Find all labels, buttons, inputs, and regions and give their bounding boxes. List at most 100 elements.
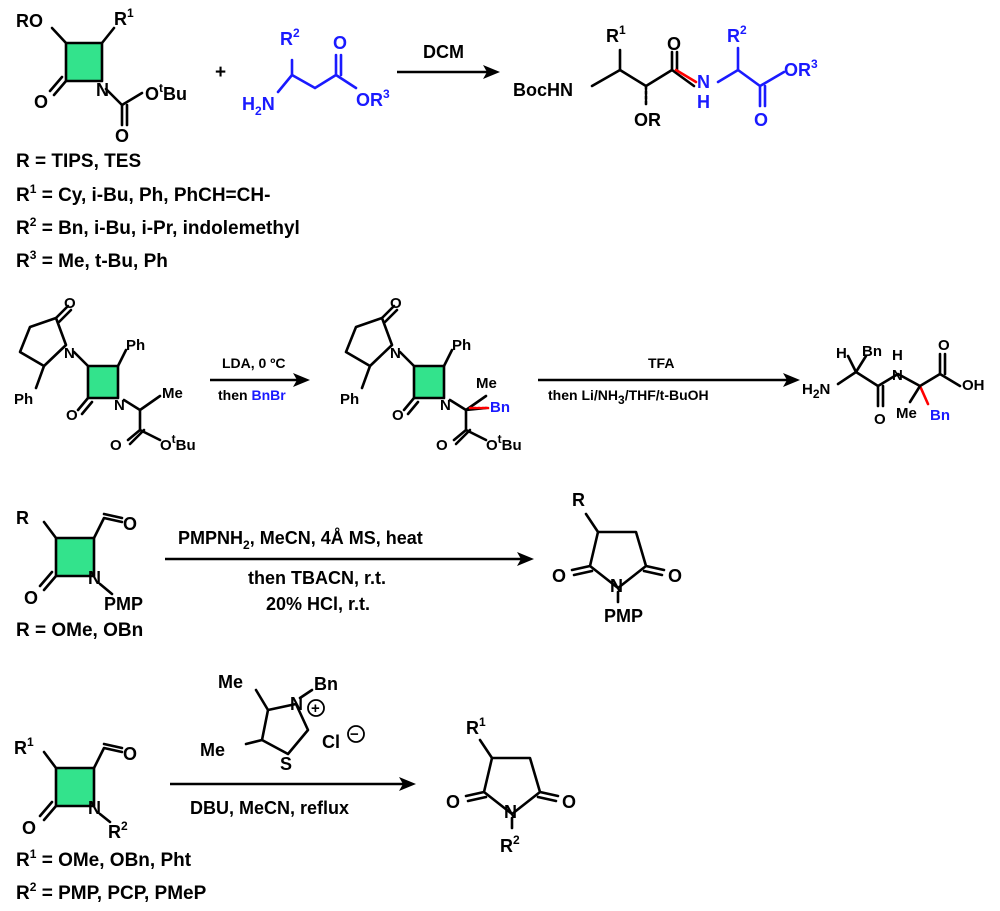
s2-m-ph2: Ph — [452, 337, 471, 354]
s3-p-o1: O — [552, 566, 566, 586]
s2-m-beta-lactam-bonds — [412, 364, 446, 400]
s3-p-c1 — [570, 564, 594, 577]
s4-beta-lactam-bonds — [54, 766, 96, 808]
s2-p-me-bond — [908, 384, 922, 404]
p1-bochn: BocHN — [513, 80, 573, 100]
p1-or: OR — [634, 110, 661, 130]
p1-r2: R2 — [727, 23, 747, 46]
s2-reagent2-top: TFA — [648, 355, 674, 371]
bond-ro — [50, 26, 68, 45]
s4-cat-n: N — [290, 694, 303, 714]
scheme2: O N Ph Ph O N Me O OtBu LDA, 0 ºC then B… — [14, 295, 985, 454]
s2-m-beta-lactam — [414, 366, 444, 398]
s4-p-c1 — [464, 790, 488, 803]
s2-beta-lactam-bonds — [86, 364, 120, 400]
s4-ald-o: O — [123, 744, 137, 764]
s4-lac-carbonyl — [38, 800, 58, 822]
s2-arrowhead2 — [783, 373, 800, 387]
carbonyl-bond — [48, 75, 68, 97]
s4-r1-bond — [42, 750, 58, 770]
beta-lactam-bonds — [64, 41, 104, 83]
s2-p-nh-h: H — [892, 347, 903, 364]
s4-cat-me1-label: Me — [218, 672, 243, 692]
s2-p-o2: O — [938, 337, 950, 354]
s4-n: N — [88, 798, 101, 818]
beta-lactam-ring — [66, 43, 102, 81]
plus-sign: + — [215, 62, 226, 83]
s1-ro: RO — [16, 11, 43, 31]
s3-pmp: PMP — [104, 594, 143, 614]
s3-n-pmp — [98, 582, 114, 596]
s2-m-pyrrolidinone-ring — [344, 316, 394, 368]
s2-m-n-lactam — [398, 350, 416, 368]
scheme3: R O O N PMP R = OMe, OBn PMPNH2, MeCN, 4… — [16, 490, 682, 641]
s2-p-bn2: Bn — [930, 407, 950, 424]
s4-reagent: DBU, MeCN, reflux — [190, 798, 349, 818]
s2-ph1: Ph — [14, 391, 33, 408]
s3-o-lac: O — [24, 588, 38, 608]
aa-carbonyl-o: O — [333, 33, 347, 53]
s2-p-bn1: Bn — [862, 343, 882, 360]
s2-reagent-top: LDA, 0 ºC — [222, 355, 285, 371]
s3-beta-lactam — [56, 538, 94, 576]
s2-p-acid-o — [938, 352, 947, 376]
s2-p-bn-bond — [854, 354, 868, 374]
s2-lac-o: O — [66, 407, 78, 424]
s4-thiazolium-ring — [260, 702, 310, 756]
p1-carbonyl-o: O — [667, 34, 681, 54]
s2-m-me: Me — [476, 375, 497, 392]
bond-r1 — [100, 26, 116, 45]
s1-carbonyl-o: O — [34, 92, 48, 112]
s4-aldehyde — [92, 742, 124, 770]
s4-cat-minus: − — [350, 726, 359, 743]
boc-carbonyl — [120, 103, 129, 127]
p1-or3: OR3 — [784, 57, 818, 80]
s2-m-pyr-ph — [360, 364, 372, 390]
s2-m-n: N — [390, 345, 401, 362]
s2-p-oh: OH — [962, 377, 985, 394]
s2-m-lac-ph — [442, 348, 454, 368]
s3-r: R — [16, 508, 29, 528]
s2-n-lactam — [72, 350, 90, 368]
s3-p-n: N — [610, 576, 623, 596]
s3-arrowhead — [517, 552, 534, 566]
s2-reagent-bottom: then BnBr — [218, 387, 286, 403]
s3-p-pmp: PMP — [604, 606, 643, 626]
s4-p-n: N — [504, 802, 517, 822]
s2-lac-ph — [116, 348, 128, 368]
p1-r1: R1 — [606, 23, 626, 46]
s2-pyr-ph — [34, 364, 46, 390]
s1-o-tbu: OtBu — [145, 81, 187, 104]
s2-est-otbu: OtBu — [160, 432, 196, 454]
scheme4: R1 O O N R2 R1 = OMe, OBn, Pht R2 = PMP,… — [14, 672, 576, 904]
s4-r1: R1 — [14, 735, 34, 758]
s4-p-r2: R2 — [500, 833, 520, 856]
s2-m-bn: Bn — [490, 399, 510, 416]
s4-p-o1: O — [446, 792, 460, 812]
s3-p-o2: O — [668, 566, 682, 586]
s2-p-h2n: H2N — [802, 381, 830, 401]
s2-p-o1: O — [874, 411, 886, 428]
s2-m-ph1: Ph — [340, 391, 359, 408]
s2-pyrrolidinone-ring — [18, 316, 68, 368]
def-r2: R2 = Bn, i-Bu, i-Pr, indolemethyl — [16, 215, 300, 239]
p1-ester-o: O — [754, 110, 768, 130]
s4-cat-me1 — [254, 688, 270, 712]
aa-r2: R2 — [280, 26, 300, 49]
s4-cat-me2-label: Me — [200, 740, 225, 760]
s2-p-quaternary-bond — [918, 384, 930, 406]
s4-p-r1-bond — [478, 738, 494, 760]
s2-lac-n: N — [114, 397, 125, 414]
s2-m-est-otbu: OtBu — [486, 432, 522, 454]
s1-boc-o: O — [115, 126, 129, 146]
s2-m-est-o: O — [436, 437, 448, 454]
s4-cat-s: S — [280, 754, 292, 774]
aa-h2n: H2N — [242, 94, 275, 118]
s3-reagent-bot: 20% HCl, r.t. — [266, 594, 370, 614]
s3-p-ring — [588, 530, 648, 590]
p1-amide-n: N — [697, 72, 710, 92]
s2-m-lac-carbonyl — [402, 396, 420, 416]
s3-n: N — [88, 568, 101, 588]
scheme1: RO R1 O N OtBu O + R2 H2N O OR3 DCM R1 B… — [16, 6, 818, 272]
s2-p-h-bond — [846, 354, 858, 374]
